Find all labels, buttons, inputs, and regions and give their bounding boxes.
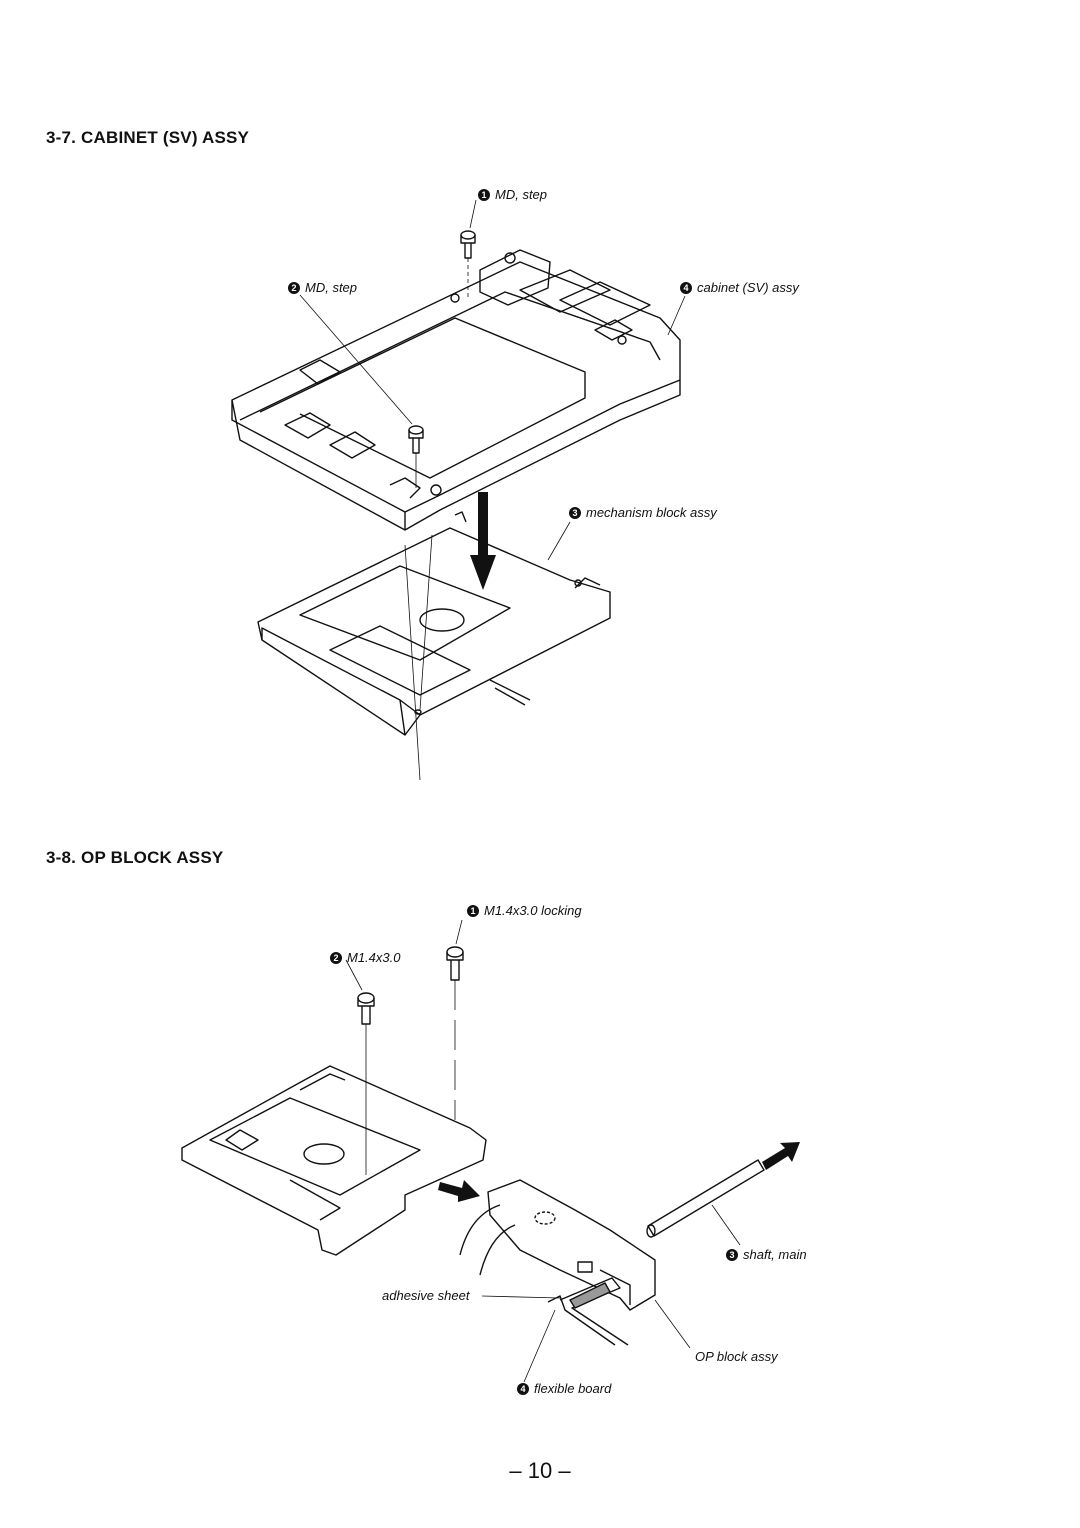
screw-md-step-1 [460, 230, 476, 298]
callout-text: cabinet (SV) assy [697, 280, 799, 295]
page-number: – 10 – [509, 1458, 571, 1483]
callout-text: adhesive sheet [382, 1288, 470, 1303]
screw-m14x30-locking [446, 946, 464, 1120]
callout-text: OP block assy [695, 1349, 778, 1364]
cabinet-sv-assy-drawing [231, 249, 681, 531]
mechanism-block-assy-drawing [257, 511, 611, 781]
callout-m14x30-locking: 1 M1.4x3.0 locking [467, 903, 582, 918]
callout-mechanism-block-assy: 3 mechanism block assy [569, 505, 717, 520]
callout-number: 1 [467, 904, 479, 917]
callout-md-step-2: 2 MD, step [288, 280, 357, 295]
callout-flexible-board: 4 flexible board [517, 1381, 611, 1396]
section-title-cabinet: 3-7. CABINET (SV) ASSY [46, 128, 250, 147]
callout-number: 4 [680, 281, 692, 294]
callout-text: M1.4x3.0 locking [484, 903, 582, 918]
callout-m14x30: 2 M1.4x3.0 [330, 950, 400, 965]
callout-md-step-1: 1 MD, step [478, 187, 547, 202]
chassis-plate-drawing [181, 1065, 487, 1256]
callout-op-block-assy: OP block assy [695, 1349, 778, 1364]
callout-cabinet-sv-assy: 4 cabinet (SV) assy [680, 280, 799, 295]
callout-text: MD, step [495, 187, 548, 202]
callout-text: flexible board [534, 1381, 612, 1396]
callout-adhesive-sheet: adhesive sheet [382, 1288, 469, 1303]
callout-number: 2 [288, 281, 300, 294]
screw-m14x30 [357, 992, 375, 1175]
callout-text: mechanism block assy [586, 505, 717, 520]
callout-number: 3 [569, 506, 581, 519]
screw-md-step-2 [408, 425, 424, 488]
callout-text: MD, step [305, 280, 358, 295]
callout-number: 3 [726, 1248, 738, 1261]
op-block-assy-drawing [459, 1179, 656, 1311]
shaft-main-drawing [646, 1159, 765, 1238]
callout-text: shaft, main [743, 1247, 807, 1262]
callout-shaft-main: 3 shaft, main [726, 1247, 807, 1262]
callout-number: 2 [330, 951, 342, 964]
flexible-board-drawing [547, 1277, 629, 1346]
section-title-op-block: 3-8. OP BLOCK ASSY [46, 848, 224, 867]
callout-number: 4 [517, 1382, 529, 1395]
callout-number: 1 [478, 188, 490, 201]
callout-text: M1.4x3.0 [347, 950, 401, 965]
